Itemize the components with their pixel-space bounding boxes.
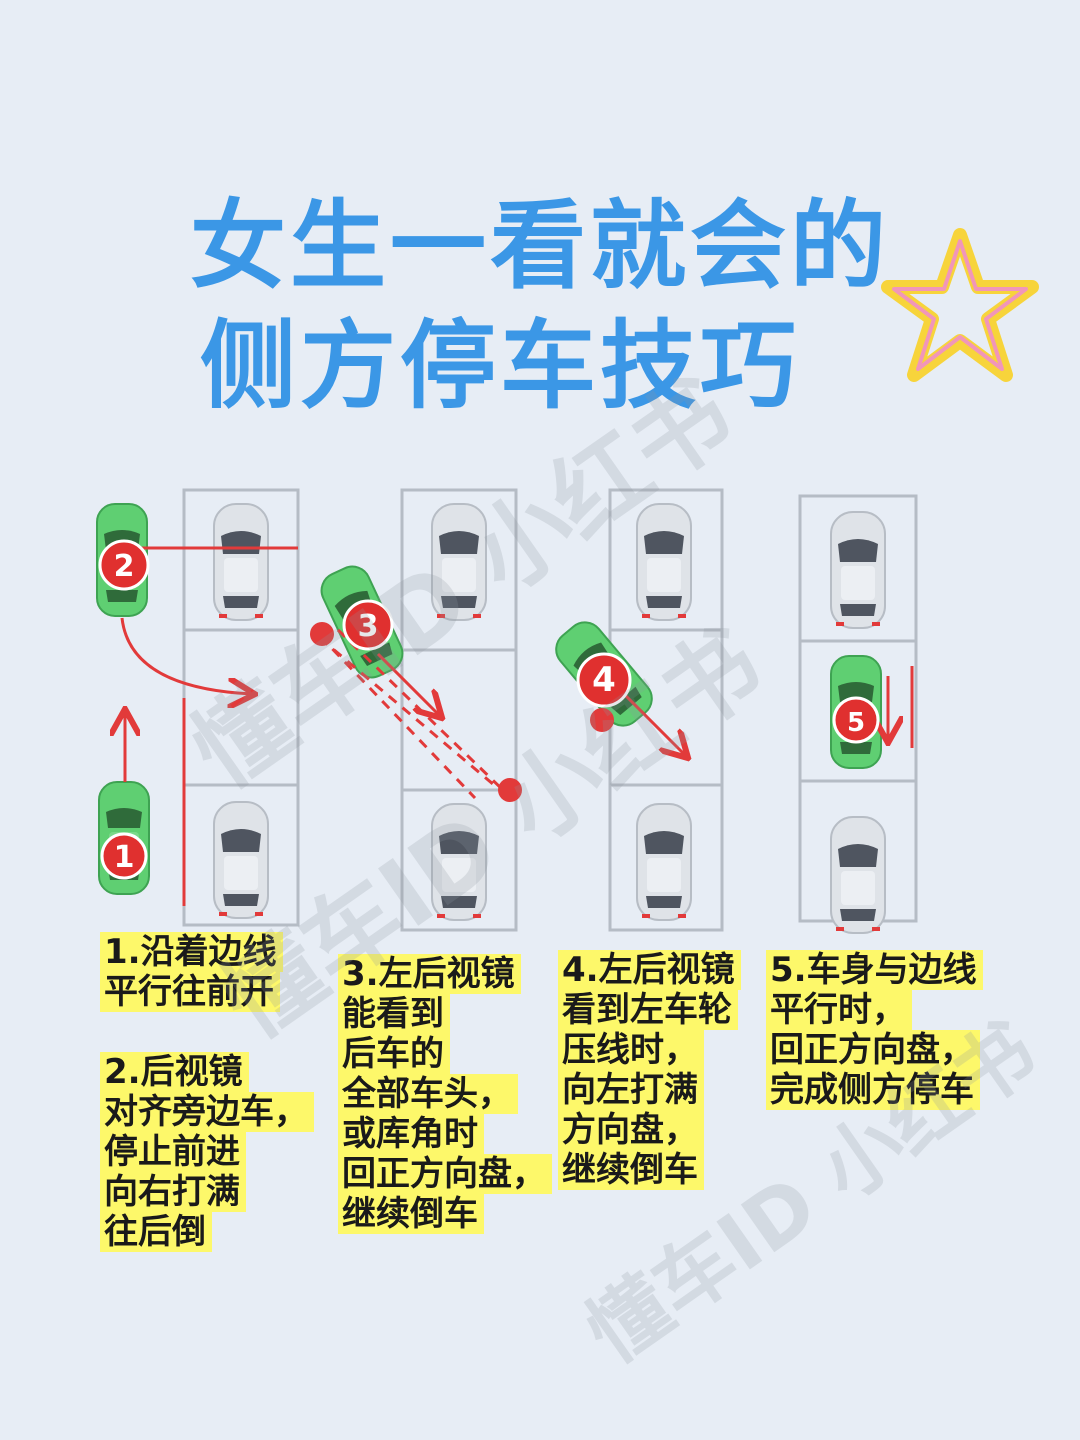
step-marker-3: 3 — [342, 599, 394, 651]
caption-line: 或库角时 — [338, 1114, 484, 1154]
trajectory-arrows — [122, 546, 914, 906]
svg-text:3: 3 — [358, 609, 379, 644]
reference-dots — [310, 622, 614, 802]
caption-line: 1.沿着边线 — [100, 932, 283, 972]
caption-line: 平行往前开 — [100, 972, 280, 1012]
caption-line: 停止前进 — [100, 1132, 246, 1172]
star-icon — [881, 228, 1039, 382]
caption-step-1: 1.沿着边线 平行往前开 — [100, 932, 283, 1012]
caption-line: 完成侧方停车 — [766, 1070, 980, 1110]
caption-line: 平行时， — [766, 990, 912, 1030]
caption-step-5: 5.车身与边线 平行时， 回正方向盘， 完成侧方停车 — [766, 950, 983, 1110]
caption-line: 5.车身与边线 — [766, 950, 983, 990]
step-markers: 1 2 3 4 5 — [98, 539, 880, 880]
caption-line: 2.后视镜 — [100, 1052, 249, 1092]
svg-text:1: 1 — [114, 840, 135, 875]
step-marker-5: 5 — [832, 696, 880, 744]
step-marker-2: 2 — [98, 539, 150, 591]
caption-line: 回正方向盘， — [766, 1030, 980, 1070]
caption-step-2: 2.后视镜 对齐旁边车， 停止前进 向右打满 往后倒 — [100, 1052, 314, 1252]
page-title-line2: 侧方停车技巧 — [200, 310, 800, 422]
caption-line: 往后倒 — [100, 1212, 212, 1252]
caption-step-4: 4.左后视镜 看到左车轮 压线时， 向左打满 方向盘， 继续倒车 — [558, 950, 741, 1190]
caption-line: 向左打满 — [558, 1070, 704, 1110]
step-marker-4: 4 — [576, 652, 632, 708]
parking-diagram: 1 2 3 4 5 — [96, 488, 918, 934]
caption-line: 对齐旁边车， — [100, 1092, 314, 1132]
step-marker-1: 1 — [100, 832, 148, 880]
page-title-line1: 女生一看就会的 — [190, 190, 890, 302]
caption-line: 向右打满 — [100, 1172, 246, 1212]
caption-line: 继续倒车 — [558, 1150, 704, 1190]
caption-line: 压线时， — [558, 1030, 704, 1070]
svg-text:2: 2 — [114, 549, 135, 584]
caption-line: 能看到 — [338, 994, 450, 1034]
svg-text:4: 4 — [592, 660, 616, 700]
caption-line: 后车的 — [338, 1034, 450, 1074]
caption-step-3: 3.左后视镜 能看到 后车的 全部车头， 或库角时 回正方向盘， 继续倒车 — [338, 954, 552, 1234]
caption-line: 看到左车轮 — [558, 990, 738, 1030]
caption-line: 3.左后视镜 — [338, 954, 521, 994]
caption-line: 4.左后视镜 — [558, 950, 741, 990]
parked-cars — [213, 503, 886, 934]
caption-line: 方向盘， — [558, 1110, 704, 1150]
caption-line: 回正方向盘， — [338, 1154, 552, 1194]
parking-bays — [182, 488, 918, 932]
caption-line: 全部车头， — [338, 1074, 518, 1114]
svg-text:5: 5 — [847, 708, 865, 738]
caption-line: 继续倒车 — [338, 1194, 484, 1234]
